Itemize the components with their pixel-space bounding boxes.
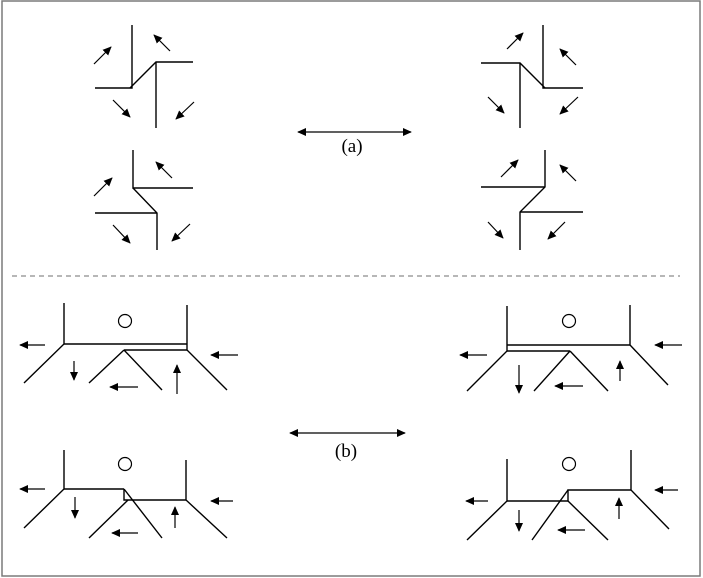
arrow-icon bbox=[93, 177, 113, 197]
arrow-icon bbox=[487, 96, 505, 114]
tile-lines bbox=[95, 150, 193, 250]
part-b: (b) bbox=[19, 303, 682, 541]
tile-a-top-right bbox=[481, 25, 583, 128]
arrow-icon bbox=[153, 34, 171, 52]
arrow-icon bbox=[559, 96, 579, 115]
tile-lines bbox=[466, 450, 670, 541]
arrow-icon bbox=[500, 159, 519, 178]
arrow-icon bbox=[93, 46, 112, 65]
arrow-icon bbox=[112, 99, 131, 118]
arrow-icon bbox=[155, 161, 173, 179]
tile-a-top-left bbox=[93, 25, 195, 128]
tile-b-top-right bbox=[459, 305, 682, 394]
circle-icon bbox=[561, 456, 577, 472]
tile-b-bottom-left bbox=[19, 450, 233, 539]
arrow-icon bbox=[506, 32, 524, 50]
circle-icon bbox=[117, 313, 133, 329]
arrow-icon bbox=[112, 224, 131, 244]
arrow-icon bbox=[559, 164, 577, 182]
arrow-icon bbox=[171, 223, 191, 242]
arrow-icon bbox=[547, 221, 566, 240]
tile-lines bbox=[481, 150, 583, 250]
tile-lines bbox=[481, 25, 583, 128]
tile-lines bbox=[95, 25, 193, 128]
part-a: (a) bbox=[93, 25, 583, 250]
arrow-icon bbox=[559, 48, 577, 66]
tile-lines bbox=[466, 305, 669, 392]
tile-b-top-left bbox=[19, 303, 238, 394]
tile-b-bottom-right bbox=[465, 450, 678, 541]
label-a: (a) bbox=[341, 136, 362, 157]
tile-lines bbox=[23, 450, 228, 539]
arrow-icon bbox=[487, 221, 504, 239]
tile-a-bottom-left bbox=[93, 150, 193, 250]
circle-icon bbox=[117, 456, 133, 472]
tile-lines bbox=[23, 303, 228, 391]
arrow-icon bbox=[175, 101, 195, 120]
label-b: (b) bbox=[335, 441, 357, 462]
circle-icon bbox=[561, 313, 577, 329]
tile-a-bottom-right bbox=[481, 150, 583, 250]
